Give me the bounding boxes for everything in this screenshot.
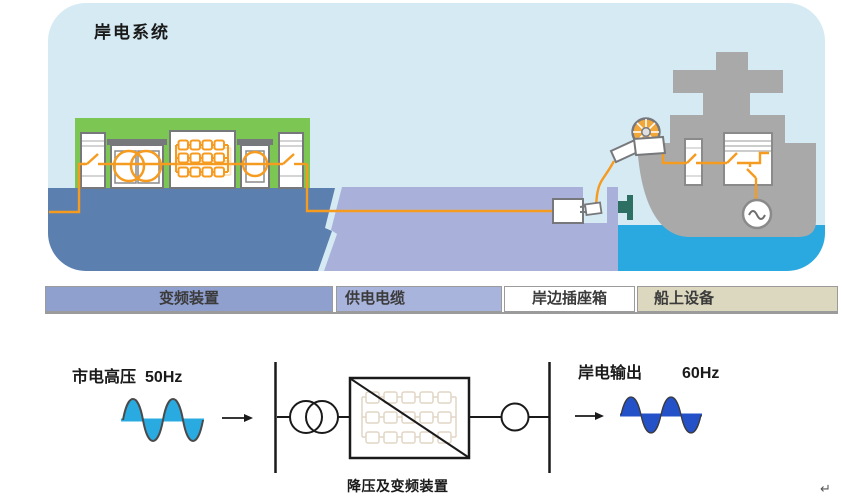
input-frequency: 50Hz bbox=[145, 369, 183, 386]
ship-wiring bbox=[659, 145, 769, 200]
legend-bar-shadow bbox=[45, 312, 838, 314]
sine-wave-icon bbox=[121, 398, 204, 442]
socket-box-icon bbox=[552, 198, 584, 224]
single-line-circuit bbox=[222, 362, 604, 473]
shore-ground bbox=[48, 188, 335, 271]
return-mark: ↵ bbox=[820, 481, 831, 496]
arrow-icon bbox=[222, 414, 253, 422]
igbt-module-pattern bbox=[175, 139, 232, 178]
transformer-symbol bbox=[500, 402, 530, 432]
cable-plug-icon bbox=[579, 201, 603, 217]
input-label-group: 市电高压 50Hz bbox=[72, 363, 182, 387]
legend-shore-socket-box: 岸边插座箱 bbox=[504, 286, 635, 312]
switch-cabinet-icon bbox=[278, 132, 304, 189]
generator-icon bbox=[741, 198, 773, 230]
cable-reel-icon bbox=[609, 117, 667, 164]
diagram-title: 岸电系统 bbox=[94, 23, 170, 42]
transformer-coils bbox=[112, 149, 269, 183]
bollard-icon bbox=[618, 195, 633, 220]
transformer-symbol bbox=[305, 400, 339, 434]
transformer-symbol bbox=[289, 400, 323, 434]
switch-cabinet-icon bbox=[80, 132, 106, 189]
arrow-icon bbox=[575, 412, 604, 420]
quay-pier bbox=[324, 187, 618, 271]
station-wiring bbox=[49, 153, 553, 214]
output-label-group: 岸电输出 60Hz bbox=[578, 359, 719, 383]
output-label: 岸电输出 bbox=[578, 365, 643, 382]
converter-diagonal bbox=[350, 378, 469, 458]
legend-power-cable: 供电电缆 bbox=[336, 286, 502, 312]
input-label: 市电高压 bbox=[72, 369, 137, 386]
legend-frequency-converter: 变频装置 bbox=[45, 286, 333, 312]
output-frequency: 60Hz bbox=[682, 365, 720, 382]
sine-wave-icon bbox=[620, 396, 702, 434]
flexible-cable bbox=[594, 160, 616, 204]
legend-onboard-equipment: 船上设备 bbox=[637, 286, 838, 312]
converter-caption: 降压及变频装置 bbox=[347, 478, 449, 494]
